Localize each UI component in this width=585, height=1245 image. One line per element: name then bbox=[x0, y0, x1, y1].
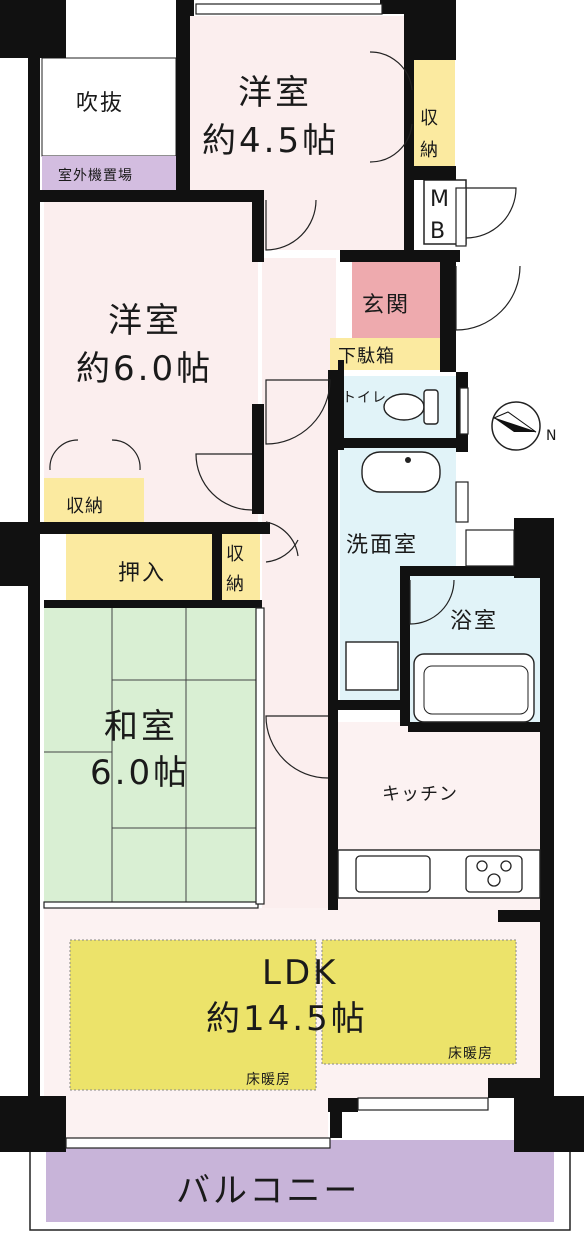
entrance-label: 玄関 bbox=[362, 293, 410, 318]
storage-mid-floor bbox=[222, 534, 260, 600]
storage-top-label-1: 収 bbox=[420, 108, 439, 129]
storage-left-floor bbox=[44, 478, 144, 522]
stove-burner bbox=[487, 873, 501, 887]
washroom-label: 洗面室 bbox=[346, 533, 418, 558]
hallway-floor bbox=[262, 258, 336, 918]
western-room-2-size: 約6.0帖 bbox=[76, 349, 213, 389]
mb-label-m: M bbox=[430, 187, 451, 212]
washbasin-fixture bbox=[361, 451, 441, 493]
bath-label: 浴室 bbox=[450, 609, 498, 634]
japanese-room-name: 和室 bbox=[104, 707, 178, 747]
western-room-2-floor bbox=[44, 202, 258, 524]
toilet-fixture bbox=[383, 389, 439, 425]
western-room-1-floor-lower bbox=[263, 190, 407, 250]
floor-heating-right bbox=[321, 939, 517, 1065]
compass-icon bbox=[491, 401, 541, 451]
western-room-2-name: 洋室 bbox=[108, 301, 182, 341]
windows bbox=[43, 3, 515, 1149]
tatami-lines bbox=[44, 608, 258, 904]
kitchen-label: キッチン bbox=[382, 784, 458, 805]
toilet-label: トイレ bbox=[342, 390, 387, 406]
western-room-1-size: 約4.5帖 bbox=[202, 121, 339, 161]
fukinuke-area bbox=[41, 57, 177, 157]
oshiire-floor bbox=[66, 534, 212, 602]
mb-label-b: B bbox=[430, 219, 447, 244]
western-room-1-floor bbox=[189, 16, 407, 196]
storage-left-label: 収納 bbox=[66, 496, 104, 517]
fukinuke-label: 吹抜 bbox=[76, 91, 124, 116]
ldk-name: LDK bbox=[262, 953, 338, 993]
kitchen-sink bbox=[355, 855, 431, 893]
doors bbox=[49, 51, 521, 779]
storage-mid-label-1: 収 bbox=[226, 544, 245, 565]
shoe-box-label: 下駄箱 bbox=[338, 346, 395, 367]
floor-heating-left bbox=[69, 939, 317, 1091]
balcony-label: バルコニー bbox=[176, 1171, 360, 1211]
shoe-box-floor bbox=[330, 338, 440, 370]
japanese-room-size: 6.0帖 bbox=[90, 753, 190, 793]
outdoor-unit-area bbox=[42, 156, 176, 190]
bathtub-inner bbox=[423, 665, 529, 715]
outdoor-unit-label: 室外機置場 bbox=[58, 167, 133, 184]
stove-burner bbox=[476, 860, 488, 872]
storage-top-label-2: 納 bbox=[420, 140, 439, 161]
western-room-1-name: 洋室 bbox=[238, 73, 312, 113]
washing-machine-pan bbox=[345, 641, 399, 691]
storage-mid-label-2: 納 bbox=[226, 574, 245, 595]
storage-top-floor bbox=[413, 58, 455, 168]
balcony-floor bbox=[46, 1140, 554, 1222]
floor-heating-label-left: 床暖房 bbox=[246, 1072, 291, 1088]
japanese-room-floor bbox=[44, 608, 258, 904]
entrance-floor bbox=[352, 262, 440, 338]
floor-heating-label-right: 床暖房 bbox=[448, 1046, 493, 1062]
ldk-floor-lower bbox=[66, 1098, 328, 1138]
ldk-size: 約14.5帖 bbox=[206, 999, 368, 1039]
stove-burner bbox=[500, 860, 512, 872]
balcony-outline bbox=[29, 1150, 571, 1231]
compass-north-label: N bbox=[546, 428, 557, 444]
oshiire-label: 押入 bbox=[118, 561, 166, 586]
